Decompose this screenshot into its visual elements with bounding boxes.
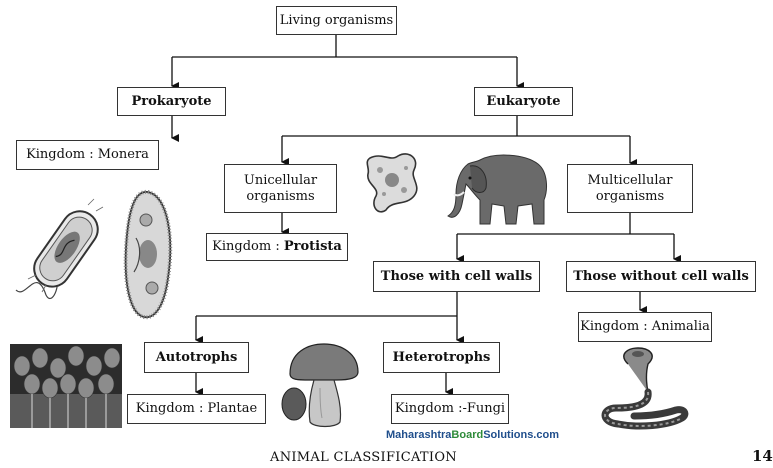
node-kingdom-monera-label: Kingdom : Monera [26, 147, 149, 162]
node-kingdom-monera: Kingdom : Monera [16, 140, 159, 170]
node-kingdom-protista: Kingdom : Protista [206, 233, 348, 261]
node-multicellular-line2: organisms [595, 188, 665, 204]
paramecium-icon [123, 189, 173, 320]
watermark-part2: Board [451, 429, 484, 441]
node-prokaryote-label: Prokaryote [131, 93, 212, 109]
node-eukaryote: Eukaryote [474, 87, 573, 116]
amoeba-icon [366, 153, 418, 213]
mushroom-icon [281, 343, 359, 428]
node-kingdom-fungi: Kingdom :-Fungi [391, 394, 509, 424]
watermark-part1: Maharashtra [386, 429, 452, 441]
node-heterotrophs: Heterotrophs [383, 342, 500, 373]
node-kingdom-animalia-label: Kingdom : Animalia [580, 319, 710, 334]
node-prokaryote: Prokaryote [117, 87, 226, 116]
node-heterotrophs-label: Heterotrophs [392, 349, 491, 365]
node-with-cell-walls: Those with cell walls [373, 261, 540, 292]
node-living-organisms-label: Living organisms [279, 12, 394, 28]
node-protista-prefix: Kingdom : [212, 239, 284, 254]
node-autotrophs: Autotrophs [144, 342, 249, 373]
node-unicellular-line1: Unicellular [243, 172, 318, 188]
figure-caption: ANIMAL CLASSIFICATION [270, 450, 457, 465]
watermark: MaharashtraBoardSolutions.com [386, 429, 559, 441]
node-without-cell-walls-label: Those without cell walls [573, 268, 749, 284]
node-unicellular-organisms: Unicellular organisms [224, 164, 337, 213]
node-without-cell-walls: Those without cell walls [566, 261, 756, 292]
cobra-icon [601, 347, 689, 430]
node-with-cell-walls-label: Those with cell walls [380, 268, 533, 284]
bacterium-icon [15, 198, 104, 299]
node-living-organisms: Living organisms [276, 6, 397, 35]
node-unicellular-line2: organisms [246, 188, 315, 204]
node-kingdom-animalia: Kingdom : Animalia [578, 312, 712, 342]
node-autotrophs-label: Autotrophs [155, 349, 238, 365]
page-number: 14 [752, 447, 773, 465]
node-protista-name: Protista [283, 239, 342, 254]
watermark-part3: Solutions.com [483, 429, 559, 441]
node-kingdom-plantae-label: Kingdom : Plantae [135, 401, 258, 416]
node-multicellular-line1: Multicellular [587, 172, 673, 188]
node-eukaryote-label: Eukaryote [486, 93, 561, 109]
tulips-icon [10, 344, 122, 428]
node-multicellular-organisms: Multicellular organisms [567, 164, 693, 213]
node-kingdom-fungi-label: Kingdom :-Fungi [394, 401, 506, 416]
node-kingdom-plantae: Kingdom : Plantae [127, 394, 266, 424]
elephant-icon [447, 154, 547, 225]
